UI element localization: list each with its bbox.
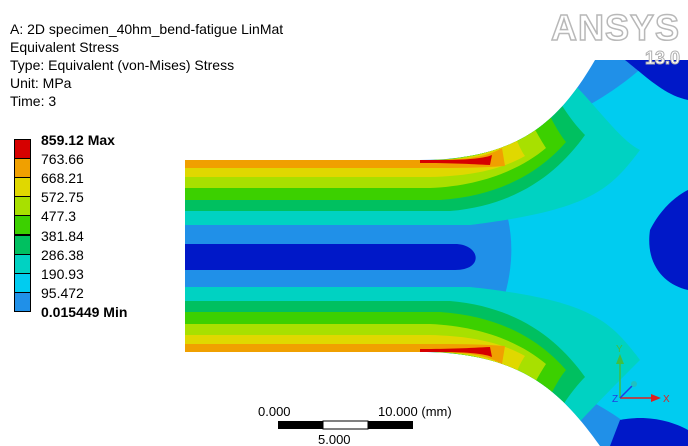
analysis-title: A: 2D specimen_40hm_bend-fatigue LinMat [10,21,284,37]
legend-entry: 572.75 [14,189,174,217]
triad-x-label: X [663,394,670,405]
legend-value-label: 381.84 [41,227,84,244]
legend-value-label: 0.015449 Min [41,303,128,320]
legend-value-label: 668.21 [41,170,84,187]
result-info: A: 2D specimen_40hm_bend-fatigue LinMat … [10,20,283,110]
scale-left-label: 0.000 [258,404,291,419]
result-time: Time: 3 [10,93,57,109]
result-unit: Unit: MPa [10,75,72,91]
triad-z-label: Z [612,394,618,405]
result-name: Equivalent Stress [10,39,119,55]
legend-entry: 763.66 [14,151,174,179]
legend-entry: 95.472 [14,284,174,312]
legend-value-label: 477.3 [41,208,77,225]
legend-value-label: 95.472 [41,284,84,301]
legend-entry: 859.12 Max [14,132,174,160]
ansys-logo: ANSYS 13.0 [550,6,680,68]
stress-contour-plot [185,60,688,446]
legend-color-swatch [14,291,31,312]
legend-entry: 477.3 [14,208,174,236]
legend-entry: 381.84 [14,227,174,255]
legend-value-label: 763.66 [41,151,84,168]
scale-segment-dark [278,421,323,429]
result-type: Type: Equivalent (von-Mises) Stress [10,57,235,73]
logo-version: 13.0 [645,48,680,68]
legend-entry: 0.015449 Min [14,304,174,324]
legend-value-label: 572.75 [41,189,84,206]
legend-value-label: 190.93 [41,265,84,282]
legend-value-label: 286.38 [41,246,84,263]
legend-entry: 190.93 [14,265,174,293]
scale-segment-dark-2 [368,421,413,429]
logo-brand: ANSYS [551,7,680,48]
scale-right-label: 10.000 (mm) [378,404,452,419]
triad-y-label: Y [616,344,623,355]
legend-entry: 668.21 [14,170,174,198]
scale-bar: 0.000 10.000 (mm) 5.000 [258,404,452,446]
scale-segment-light [322,420,369,430]
scale-mid-label: 5.000 [318,432,351,446]
legend-entry: 286.38 [14,246,174,274]
legend-value-label: 859.12 Max [41,132,115,148]
coordinate-triad: Y X Z [612,344,670,405]
